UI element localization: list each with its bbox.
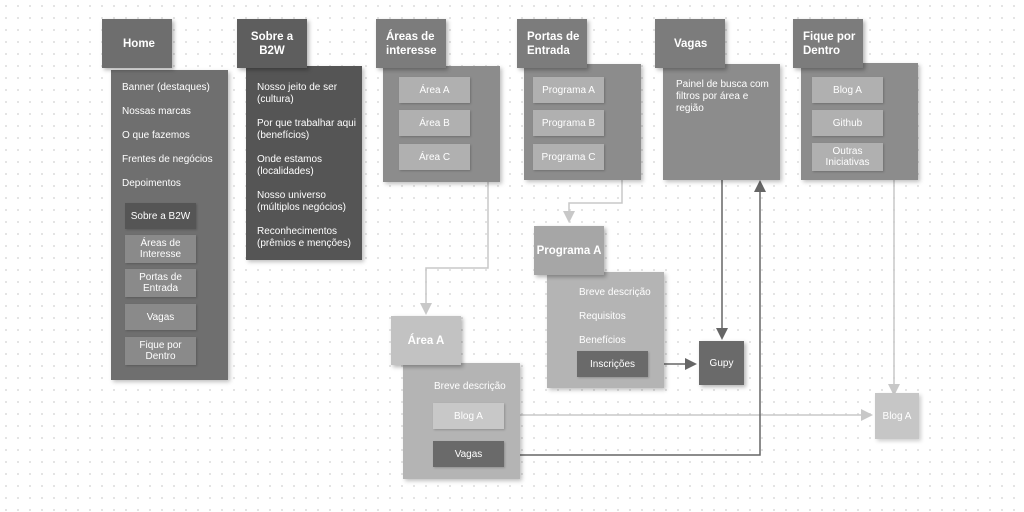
programa-item-requisitos: Requisitos [579, 311, 626, 322]
vagas-panel [663, 64, 780, 180]
sobre-item-reconhecimentos: Reconhecimentos (prêmios e menções) [257, 226, 351, 249]
home-title: Home [123, 37, 155, 50]
sobre-header[interactable]: Sobre a B2W [237, 19, 307, 68]
portas-button-a[interactable]: Programa A [533, 77, 604, 103]
area-button-vagas[interactable]: Vagas [433, 441, 504, 467]
portas-title: Portas de Entrada [527, 30, 580, 57]
fique-button-blog[interactable]: Blog A [812, 77, 883, 103]
fique-button-outras[interactable]: Outras Iniciativas [812, 143, 883, 171]
blog-a-box[interactable]: Blog A [875, 393, 919, 439]
areas-header[interactable]: Áreas de interesse [376, 19, 446, 68]
programa-button-inscricoes[interactable]: Inscrições [577, 351, 648, 377]
portas-button-b[interactable]: Programa B [533, 110, 604, 136]
sobre-item-cultura: Nosso jeito de ser (cultura) [257, 82, 338, 105]
area-item-descricao: Breve descrição [434, 381, 506, 392]
sobre-item-beneficios: Por que trabalhar aqui (benefícios) [257, 118, 356, 141]
home-button-fique[interactable]: Fique por Dentro [125, 337, 196, 365]
fique-header[interactable]: Fique por Dentro [793, 19, 863, 68]
home-item-fazemos: O que fazemos [122, 130, 190, 141]
home-item-depoimentos: Depoimentos [122, 178, 181, 189]
portas-button-c[interactable]: Programa C [533, 144, 604, 170]
home-button-areas[interactable]: Áreas de Interesse [125, 235, 196, 263]
sobre-item-universo: Nosso universo (múltiplos negócios) [257, 190, 346, 213]
vagas-header[interactable]: Vagas [655, 19, 725, 68]
gupy-box[interactable]: Gupy [699, 341, 744, 385]
home-button-vagas[interactable]: Vagas [125, 304, 196, 330]
programa-item-descricao: Breve descrição [579, 287, 651, 298]
fique-title: Fique por Dentro [803, 30, 856, 57]
sobre-title: Sobre a B2W [250, 30, 294, 57]
area-button-blog[interactable]: Blog A [433, 403, 504, 429]
connector-area-vagas [505, 180, 766, 456]
areas-button-a[interactable]: Área A [399, 77, 470, 103]
sobre-item-localidades: Onde estamos (localidades) [257, 154, 323, 177]
areas-button-b[interactable]: Área B [399, 110, 470, 136]
home-button-sobre[interactable]: Sobre a B2W [125, 203, 196, 229]
vagas-title: Vagas [674, 37, 708, 50]
home-item-marcas: Nossas marcas [122, 106, 191, 117]
home-button-portas[interactable]: Portas de Entrada [125, 269, 196, 297]
programa-detail-header[interactable]: Programa A [534, 226, 604, 275]
programa-detail-title: Programa A [536, 244, 602, 257]
area-detail-title: Área A [407, 334, 445, 347]
portas-header[interactable]: Portas de Entrada [517, 19, 587, 68]
fique-button-github[interactable]: Github [812, 110, 883, 136]
vagas-description: Painel de busca com filtros por área e r… [676, 79, 769, 114]
areas-title: Áreas de interesse [386, 30, 437, 57]
sobre-panel [246, 66, 362, 260]
areas-button-c[interactable]: Área C [399, 144, 470, 170]
home-header[interactable]: Home [102, 19, 172, 68]
home-item-frentes: Frentes de negócios [122, 154, 213, 165]
programa-item-beneficios: Benefícios [579, 335, 626, 346]
home-item-banner: Banner (destaques) [122, 82, 210, 93]
area-detail-header[interactable]: Área A [391, 316, 461, 365]
